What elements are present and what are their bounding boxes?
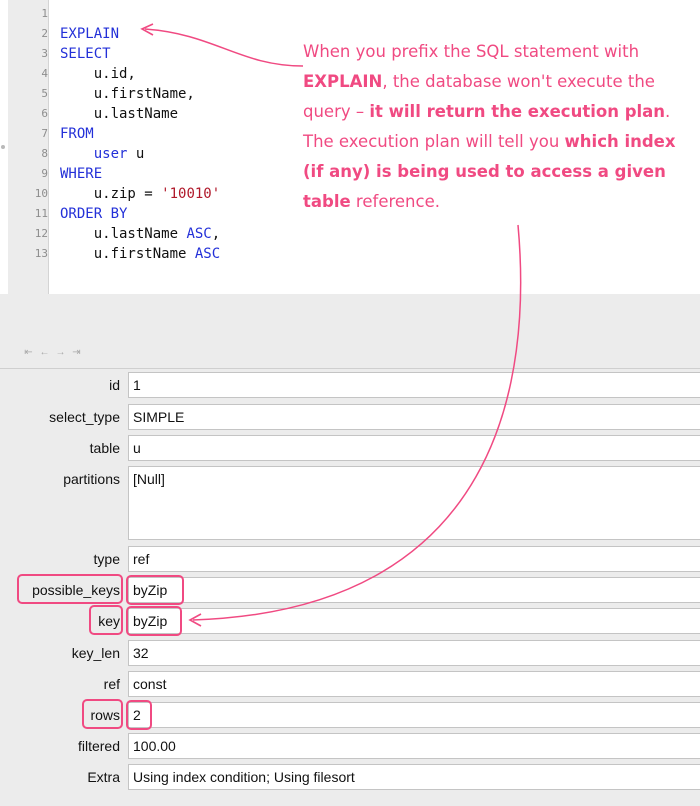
- line-number: 1: [41, 7, 48, 20]
- code-line: EXPLAIN: [60, 24, 119, 44]
- field-label-filtered: filtered: [77, 738, 120, 754]
- sql-text: u.firstName: [60, 246, 195, 262]
- annotation-note: When you prefix the SQL statement with E…: [303, 37, 698, 217]
- line-number: 7: [41, 127, 48, 140]
- line-number: 9: [41, 167, 48, 180]
- annotation-emphasis: which index (if any) is being used to ac…: [303, 132, 676, 211]
- arrow-to-key-head: [188, 613, 202, 627]
- next-record-icon[interactable]: →: [55, 347, 66, 358]
- line-number: 10: [34, 187, 48, 200]
- code-line: u.firstName,: [60, 84, 195, 104]
- field-label-possible-keys: possible_keys: [32, 582, 120, 598]
- field-value-partitions[interactable]: [Null]: [128, 466, 700, 540]
- line-number: 12: [34, 227, 48, 240]
- code-line: u.lastName ASC,: [60, 224, 220, 244]
- sql-keyword: WHERE: [60, 166, 103, 182]
- sql-text: u.id,: [60, 66, 136, 82]
- sql-keyword: user: [93, 146, 128, 162]
- arrow-to-explain: [144, 28, 304, 67]
- previous-record-icon[interactable]: ←: [39, 347, 50, 358]
- sql-keyword: ASC: [186, 226, 212, 242]
- field-label-select-type: select_type: [49, 409, 120, 425]
- field-value-select-type[interactable]: SIMPLE: [128, 404, 700, 430]
- sql-text: u.zip =: [60, 186, 162, 202]
- annotation-text: , the database won't execute the query –: [303, 72, 655, 121]
- highlight-possible-keys-box: [126, 575, 184, 605]
- results-toolbar-area: [0, 294, 700, 368]
- highlight-rows-label: [82, 699, 123, 729]
- code-line: WHERE: [60, 164, 102, 184]
- line-number: 2: [41, 27, 48, 40]
- arrow-to-key: [192, 224, 522, 621]
- field-label-key-len: key_len: [71, 645, 120, 661]
- field-value-table[interactable]: u: [128, 435, 700, 461]
- annotation-text: When you prefix the SQL statement with: [303, 42, 640, 61]
- annotation-text: reference.: [350, 192, 440, 211]
- line-number: 4: [41, 67, 48, 80]
- sql-keyword: FROM: [60, 126, 94, 142]
- highlight-rows-box: [126, 700, 152, 730]
- highlight-key-box: [126, 606, 182, 636]
- sql-text: ,: [211, 226, 221, 242]
- sql-keyword: EXPLAIN: [60, 26, 120, 42]
- field-value-rows[interactable]: 2: [128, 702, 700, 728]
- sql-string: '10010': [161, 186, 221, 202]
- line-number: 3: [41, 47, 48, 60]
- field-value-possible-keys[interactable]: byZip: [128, 577, 700, 603]
- divider: [0, 368, 700, 369]
- field-value-ref[interactable]: const: [128, 671, 700, 697]
- sql-text: u: [127, 146, 145, 162]
- code-line: FROM: [60, 124, 94, 144]
- annotation-emphasis: EXPLAIN: [303, 72, 383, 91]
- field-value-extra[interactable]: Using index condition; Using filesort: [128, 764, 700, 790]
- annotation-emphasis: it will return the execution plan: [369, 102, 666, 121]
- code-line: SELECT: [60, 44, 111, 64]
- line-number: 8: [41, 147, 48, 160]
- last-record-icon[interactable]: ⇥: [72, 347, 81, 358]
- line-number: 13: [34, 247, 48, 260]
- arrow-to-explain-head: [140, 23, 154, 36]
- code-line: u.lastName: [60, 104, 178, 124]
- code-line: u.zip = '10010': [60, 184, 220, 204]
- field-label-type: type: [93, 551, 120, 567]
- sql-keyword: ASC: [194, 246, 221, 262]
- line-number: 6: [41, 107, 48, 120]
- annotation-text: . The execution plan will tell you: [303, 102, 671, 151]
- line-number: 11: [34, 207, 48, 220]
- code-line: u.id,: [60, 64, 136, 84]
- sql-keyword: ORDER BY: [60, 206, 128, 222]
- field-label-partitions: partitions: [63, 471, 120, 487]
- field-label-extra: Extra: [87, 769, 120, 785]
- field-value-filtered[interactable]: 100.00: [128, 733, 700, 759]
- record-navigation: ⇤ ← → ⇥: [22, 347, 83, 358]
- sql-text: u.lastName: [60, 106, 179, 122]
- field-value-id[interactable]: 1: [128, 372, 700, 398]
- splitter-handle-icon[interactable]: [1, 145, 5, 149]
- field-label-key: key: [98, 613, 120, 629]
- code-line: ORDER BY: [60, 204, 127, 224]
- line-number: 5: [41, 87, 48, 100]
- code-line: user u: [60, 144, 145, 164]
- field-label-table: table: [89, 440, 120, 456]
- first-record-icon[interactable]: ⇤: [24, 347, 33, 358]
- field-label-rows: rows: [90, 707, 120, 723]
- highlight-possible-keys-label: [17, 574, 123, 604]
- sql-text: u.lastName: [60, 226, 187, 242]
- field-label-id: id: [109, 377, 120, 393]
- code-line: u.firstName ASC: [60, 244, 220, 264]
- sql-text: u.firstName,: [60, 86, 195, 102]
- field-value-key[interactable]: byZip: [128, 608, 700, 634]
- sql-keyword: SELECT: [60, 46, 111, 62]
- field-label-ref: ref: [103, 676, 120, 692]
- highlight-key-label: [89, 605, 123, 635]
- field-value-key-len[interactable]: 32: [128, 640, 700, 666]
